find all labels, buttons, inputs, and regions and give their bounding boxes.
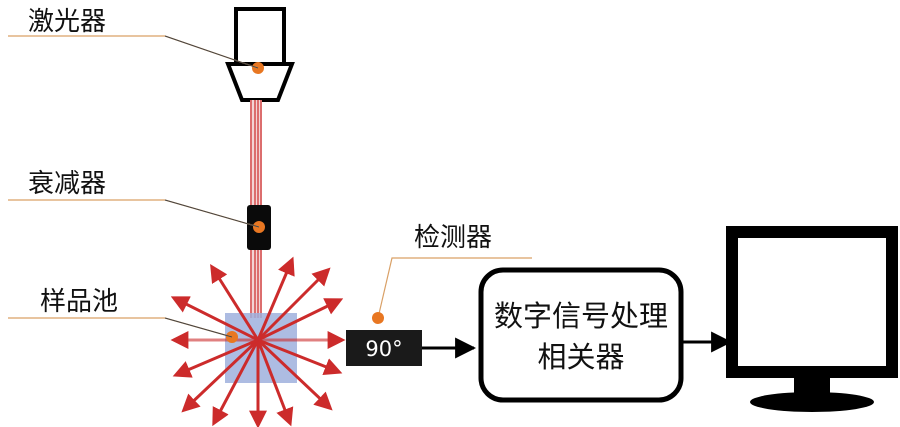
- leader-line-joints: [164, 35, 260, 338]
- monitor-icon: [726, 226, 898, 412]
- signal-processor-correlator: 数字信号处理 相关器: [478, 267, 684, 403]
- laser-label: 激光器: [28, 7, 106, 37]
- detector-angle-label: 90°: [365, 337, 402, 361]
- attenuator: [247, 205, 271, 250]
- detector: 90°: [346, 312, 422, 366]
- detector-marker-dot: [372, 312, 384, 324]
- detector-label: 检测器: [414, 223, 492, 253]
- laser: [225, 7, 295, 102]
- attenuator-label: 衰减器: [28, 169, 106, 199]
- processor-title-line1: 数字信号处理: [494, 299, 668, 333]
- scattering-rays: [170, 256, 346, 427]
- processor-title-line2: 相关器: [537, 340, 624, 374]
- sample-cell-label: 样品池: [40, 287, 118, 317]
